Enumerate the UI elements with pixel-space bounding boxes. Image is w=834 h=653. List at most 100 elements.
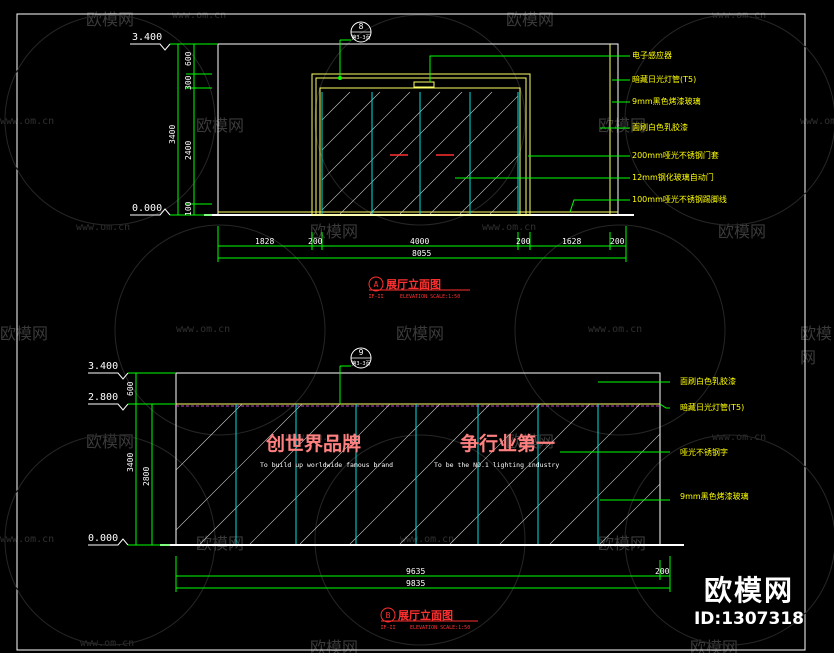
annotation-a-3: 面刷白色乳胶漆 bbox=[632, 122, 688, 132]
total-width-b: 9835 bbox=[406, 579, 425, 588]
watermark-text: 欧模网 bbox=[800, 324, 833, 367]
annotation-a-5: 12mm钢化玻璃自动门 bbox=[632, 172, 714, 182]
watermark-url: www.om.cn bbox=[0, 116, 55, 127]
annotation-a-1: 暗藏日光灯管(T5) bbox=[632, 74, 696, 84]
elevation-b bbox=[88, 347, 684, 623]
callout-number-a: 8 bbox=[359, 22, 364, 31]
annotation-b-2: 哑光不锈钢字 bbox=[680, 447, 728, 457]
watermark-text: 欧模网 bbox=[0, 324, 49, 343]
hatch-wall-b bbox=[176, 404, 660, 544]
level-floor-a: 0.000 bbox=[132, 203, 162, 214]
elevation-a bbox=[130, 21, 634, 292]
glass-doors-a bbox=[321, 92, 519, 214]
watermark-text: 欧模网 bbox=[86, 432, 135, 451]
total-width-a: 8055 bbox=[412, 249, 431, 258]
wall-outline-a bbox=[217, 43, 619, 216]
callout-ref-a: 第3-3页 bbox=[351, 34, 370, 41]
title-block-a bbox=[368, 276, 470, 292]
watermark-url: www.om.cn bbox=[400, 534, 455, 545]
tag-letter-a: A bbox=[374, 280, 379, 289]
tag-sheet-a: IF-II bbox=[368, 294, 383, 300]
level-marks-b bbox=[88, 372, 129, 546]
glass-panels-b bbox=[235, 404, 599, 544]
vdim-b-2800: 2800 bbox=[142, 467, 151, 486]
door-frame-a bbox=[218, 44, 618, 216]
watermark-url: www.om.cn bbox=[800, 116, 834, 127]
elevation-subtitle-a: ELEVATION SCALE:1:50 bbox=[400, 294, 460, 300]
vdim-b-3400: 3400 bbox=[126, 453, 135, 472]
wall-outline-b bbox=[175, 372, 661, 546]
hdim-a-0: 1828 bbox=[255, 237, 274, 246]
callout-number-b: 9 bbox=[359, 348, 364, 357]
watermark-text: 欧模网 bbox=[196, 116, 245, 135]
slogan-2-en: To be the NO.1 lighting industry bbox=[434, 461, 559, 469]
watermark-url: www.om.cn bbox=[176, 324, 231, 335]
hdim-a-2: 4000 bbox=[410, 237, 429, 246]
slogan-1-en: To build up worldwide famous brand bbox=[260, 461, 393, 469]
watermark-url: www.om.cn bbox=[0, 534, 55, 545]
watermark-text: 欧模网 bbox=[718, 222, 767, 241]
annotation-a-4: 200mm哑光不锈钢门套 bbox=[632, 150, 719, 160]
vdim-a-600: 600 bbox=[184, 51, 193, 66]
watermark-text: 欧模网 bbox=[86, 10, 135, 29]
hdim-a-1: 200 bbox=[308, 237, 323, 246]
sheet-frame bbox=[16, 13, 806, 651]
level-mid-b: 2.800 bbox=[88, 392, 118, 403]
watermark-url: www.om.cn bbox=[76, 222, 131, 233]
section-callout-a bbox=[340, 21, 372, 43]
vdim-a-300: 300 bbox=[184, 75, 193, 90]
watermark-url: www.om.cn bbox=[80, 638, 135, 649]
model-id: ID:1307318 bbox=[693, 609, 804, 629]
hdim-a-5: 200 bbox=[610, 237, 625, 246]
watermark-text: 欧模网 bbox=[506, 10, 555, 29]
watermark-url: www.om.cn bbox=[712, 432, 767, 443]
watermark-text: 欧模网 bbox=[506, 432, 555, 451]
hdim-b-1: 200 bbox=[655, 567, 670, 576]
vertical-dim-a bbox=[170, 43, 218, 216]
watermark-text: 欧模网 bbox=[310, 638, 359, 653]
slogan-2-cn: 争行业第一 bbox=[460, 432, 555, 455]
watermark-circles bbox=[4, 14, 834, 646]
vdim-a-2400: 2400 bbox=[184, 141, 193, 160]
annotation-a-6: 100mm哑光不锈钢踢脚线 bbox=[632, 194, 727, 204]
horizontal-dim-a bbox=[217, 226, 627, 262]
tag-letter-b: B bbox=[386, 611, 391, 620]
vdim-a-100: 100 bbox=[184, 201, 193, 216]
annotation-b-0: 面刷白色乳胶漆 bbox=[680, 376, 736, 386]
annotation-b-1: 暗藏日光灯管(T5) bbox=[680, 402, 744, 412]
brand-logo-text: 欧模网 bbox=[703, 574, 794, 607]
annotation-a-0: 电子感应器 bbox=[632, 50, 672, 60]
level-marks-a bbox=[130, 43, 171, 216]
hdim-a-4: 1628 bbox=[562, 237, 581, 246]
horizontal-dim-b bbox=[175, 556, 671, 592]
brand-logo: 欧模网 ID:1307318 bbox=[694, 569, 804, 629]
watermark-url: www.om.cn bbox=[172, 10, 227, 21]
callout-ref-b: 第3-3页 bbox=[351, 360, 370, 367]
tag-sheet-b: IF-II bbox=[380, 625, 395, 631]
section-callout-b bbox=[340, 347, 372, 369]
elevation-title-b: 展厅立面图 bbox=[397, 608, 453, 622]
watermark-text: 欧模网 bbox=[598, 534, 647, 553]
hdim-a-3: 200 bbox=[516, 237, 531, 246]
vdim-b-600: 600 bbox=[126, 381, 135, 396]
vertical-dim-b bbox=[128, 372, 176, 546]
title-block-b bbox=[380, 607, 478, 623]
watermark-url: www.om.cn bbox=[482, 222, 537, 233]
level-top-b: 3.400 bbox=[88, 361, 118, 372]
leaders-b bbox=[560, 381, 670, 501]
hdim-b-0: 9635 bbox=[406, 567, 425, 576]
watermark-text: 欧模网 bbox=[690, 638, 739, 653]
elevation-subtitle-b: ELEVATION SCALE:1:50 bbox=[410, 625, 470, 631]
leaders-a bbox=[429, 55, 630, 213]
vdim-a-3400: 3400 bbox=[168, 125, 177, 144]
watermark-url: www.om.cn bbox=[286, 432, 341, 443]
watermark-url: www.om.cn bbox=[588, 324, 643, 335]
annotation-b-3: 9mm黑色烤漆玻璃 bbox=[680, 491, 749, 501]
elevation-title-a: 展厅立面图 bbox=[385, 277, 441, 291]
watermark-text: 欧模网 bbox=[396, 324, 445, 343]
annotation-a-2: 9mm黑色烤漆玻璃 bbox=[632, 96, 701, 106]
slogan-1-cn: 创世界品牌 bbox=[265, 432, 361, 455]
level-top-a: 3.400 bbox=[132, 32, 162, 43]
